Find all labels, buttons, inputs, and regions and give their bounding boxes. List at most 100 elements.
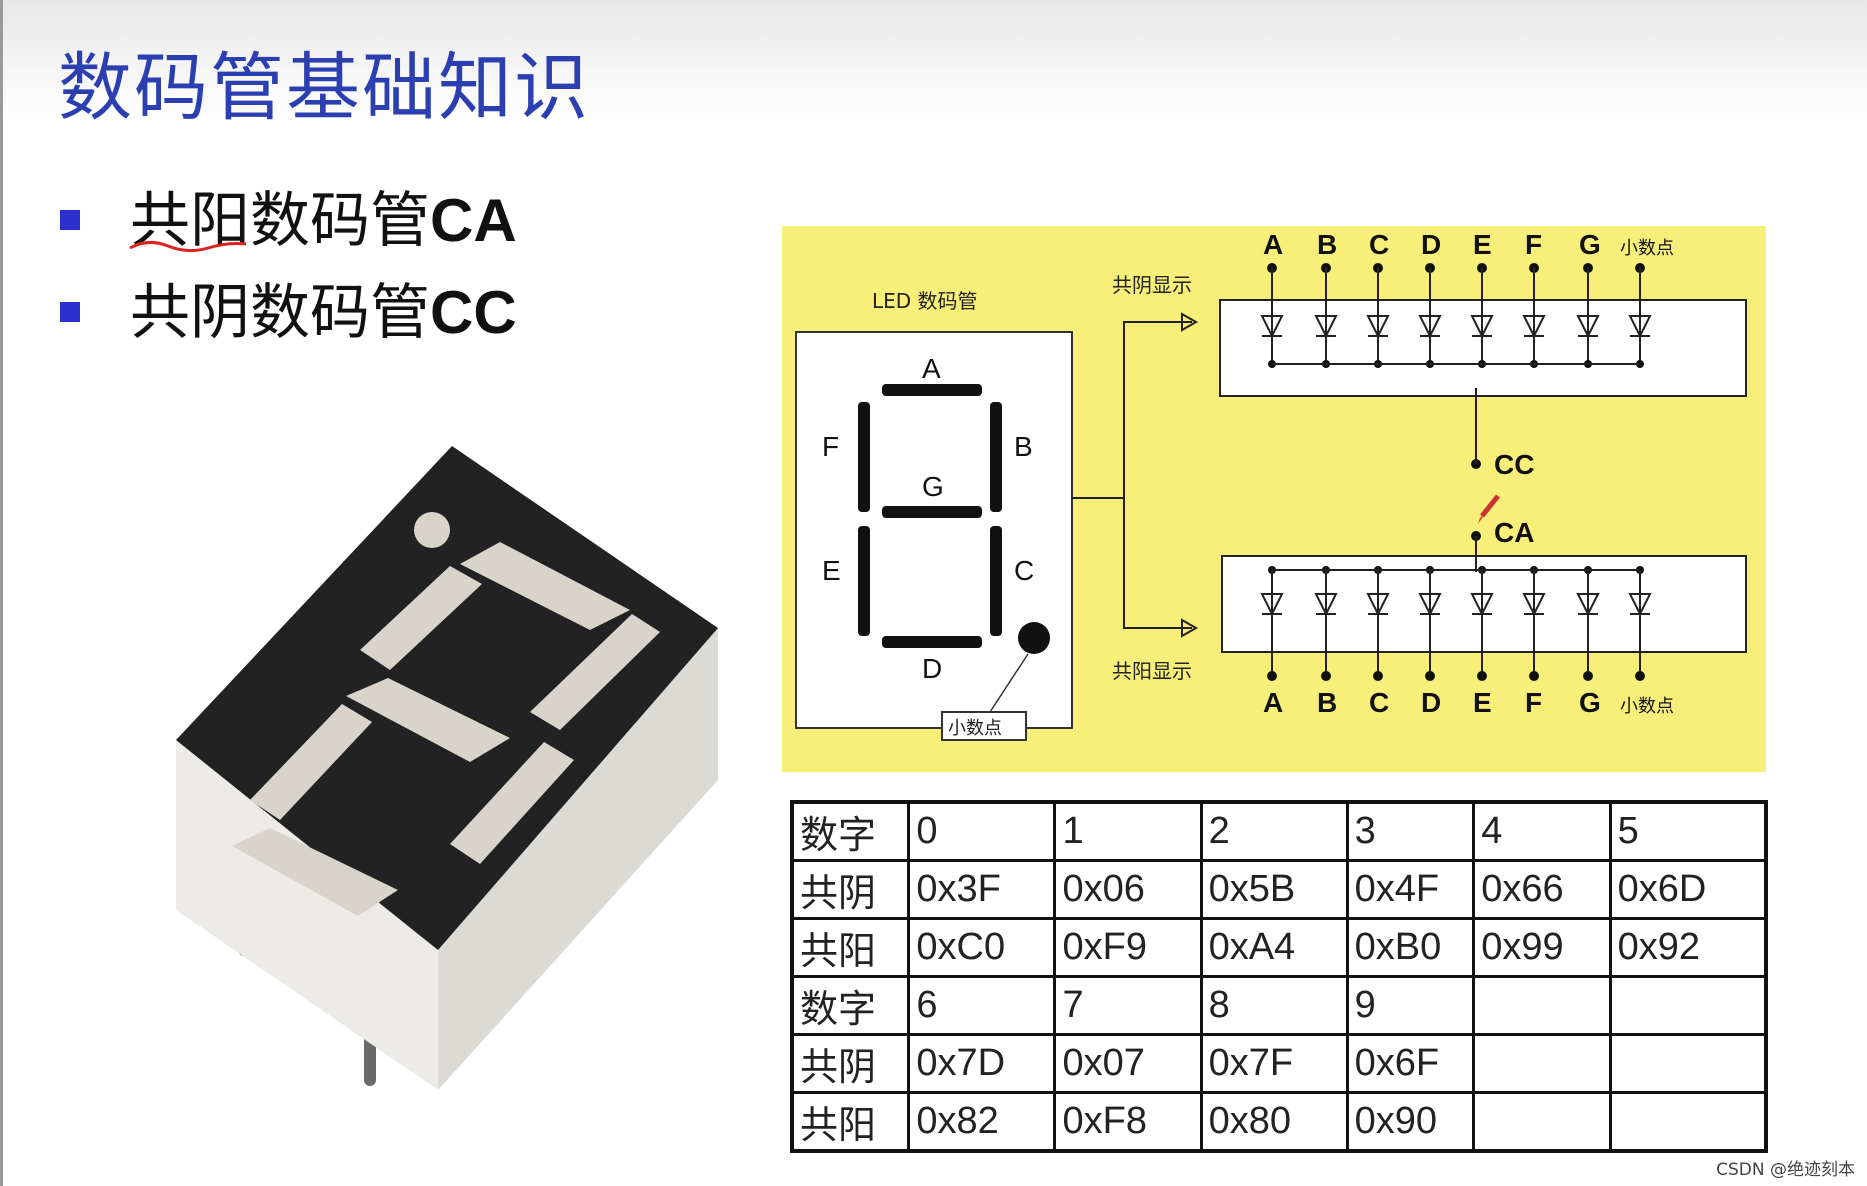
diode-icon: [1628, 315, 1652, 339]
table-cell: 3: [1345, 800, 1476, 862]
seg-label-f: F: [822, 431, 839, 462]
diode-icon: [1366, 593, 1390, 617]
diode-icon: [1418, 315, 1442, 339]
seg-label-b: B: [1014, 431, 1033, 462]
table-cell: [1472, 1091, 1612, 1153]
row-header-cell: 数字: [790, 800, 911, 862]
table-cell: 0x6F: [1345, 1033, 1476, 1094]
table-cell: 7: [1053, 975, 1203, 1036]
table-cell: [1608, 975, 1768, 1036]
table-cell: 0: [907, 800, 1057, 862]
cc-pin-label: CC: [1494, 449, 1534, 480]
ca-pin-column: A B C D E F G 小数点: [1260, 566, 1674, 718]
table-cell: 5: [1608, 800, 1768, 862]
bullet-marker-2: [60, 302, 80, 322]
table-cell: 6: [907, 975, 1057, 1036]
bullet-cc-en: CC: [430, 279, 517, 346]
seven-segment-photo: [176, 446, 718, 1090]
cc-pin-c: C: [1369, 229, 1389, 260]
seg-label-a: A: [922, 353, 941, 384]
row-header-cell: 共阳: [790, 1091, 911, 1153]
row-header-cell: 共阳: [790, 917, 911, 978]
cc-pin-b: B: [1317, 229, 1337, 260]
seg-label-g: G: [922, 471, 944, 502]
ca-pin-dp: 小数点: [1620, 696, 1674, 717]
ca-pin-b: B: [1317, 687, 1337, 718]
table-cell: 0x7D: [907, 1033, 1057, 1094]
table-cell: 0xB0: [1345, 917, 1476, 978]
table-cell: 0x07: [1053, 1033, 1203, 1094]
diode-icon: [1314, 593, 1338, 617]
table-cell: 0x90: [1345, 1091, 1476, 1153]
diode-icon: [1314, 315, 1338, 339]
bullet-marker-1: [60, 210, 80, 230]
table-cell: 0x92: [1608, 917, 1768, 978]
diode-icon: [1366, 315, 1390, 339]
seg-label-c: C: [1014, 555, 1034, 586]
table-cell: 4: [1472, 800, 1612, 862]
cc-display-label: 共阴显示: [1112, 273, 1192, 297]
table-cell: 0x80: [1199, 1091, 1349, 1153]
table-cell: 0x3F: [907, 859, 1057, 920]
table-cell: 0x5B: [1199, 859, 1349, 920]
diode-icon: [1576, 593, 1600, 617]
diode-icon: [1260, 315, 1284, 339]
diode-icon: [1522, 315, 1546, 339]
ca-pin-e: E: [1473, 687, 1492, 718]
table-cell: 9: [1345, 975, 1476, 1036]
row-header-cell: 共阴: [790, 1033, 911, 1094]
bullet-ca-cn: 共阳数码管: [130, 186, 430, 256]
table-cell: 0xC0: [907, 917, 1057, 978]
csdn-watermark: CSDN @绝迹刻本: [1716, 1160, 1855, 1180]
row-header-cell: 共阴: [790, 859, 911, 920]
table-cell: 0x7F: [1199, 1033, 1349, 1094]
ca-display-label: 共阳显示: [1112, 659, 1192, 683]
bullet-item-cc: 共阴数码管CC: [130, 264, 517, 351]
ca-pin-d: D: [1421, 687, 1441, 718]
cc-pin-dp: 小数点: [1620, 238, 1674, 259]
ca-pin-g: G: [1579, 687, 1601, 718]
table-cell: 0x4F: [1345, 859, 1476, 920]
table-cell: [1472, 1033, 1612, 1094]
seg-label-d: D: [922, 653, 942, 684]
table-cell: 0xA4: [1199, 917, 1349, 978]
diode-icon: [1576, 315, 1600, 339]
slide-header-band: [0, 0, 1867, 120]
segment-a: [460, 542, 630, 630]
table-cell: 0x66: [1472, 859, 1612, 920]
table-cell: 0xF9: [1053, 917, 1203, 978]
ca-pin-label: CA: [1494, 517, 1534, 548]
table-cell: 0x99: [1472, 917, 1612, 978]
ca-pin-c: C: [1369, 687, 1389, 718]
table-cell: 0x82: [907, 1091, 1057, 1153]
cc-pin-d: D: [1421, 229, 1441, 260]
diode-icon: [1260, 593, 1284, 617]
led-circuit-diagram: LED 数码管 A B C D E F G 小数点 共阴显示 共阳显示 A B C D…: [782, 226, 1766, 772]
cc-pin-g: G: [1579, 229, 1601, 260]
ca-pin-a: A: [1263, 687, 1283, 718]
panel-title: LED 数码管: [872, 289, 978, 313]
cc-pin-f: F: [1525, 229, 1542, 260]
seg-label-e: E: [822, 555, 841, 586]
table-cell: 8: [1199, 975, 1349, 1036]
red-underline-annotation: [129, 241, 247, 253]
table-cell: 0x6D: [1608, 859, 1768, 920]
diode-icon: [1628, 593, 1652, 617]
table-cell: 2: [1199, 800, 1349, 862]
slide-title: 数码管基础知识: [58, 45, 590, 131]
ca-pin-f: F: [1525, 687, 1542, 718]
table-cell: 0xF8: [1053, 1091, 1203, 1153]
table-cell: [1608, 1091, 1768, 1153]
cc-pin-e: E: [1473, 229, 1492, 260]
diode-icon: [1418, 593, 1442, 617]
table-cell: [1472, 975, 1612, 1036]
bullet-ca-en: CA: [430, 187, 517, 254]
